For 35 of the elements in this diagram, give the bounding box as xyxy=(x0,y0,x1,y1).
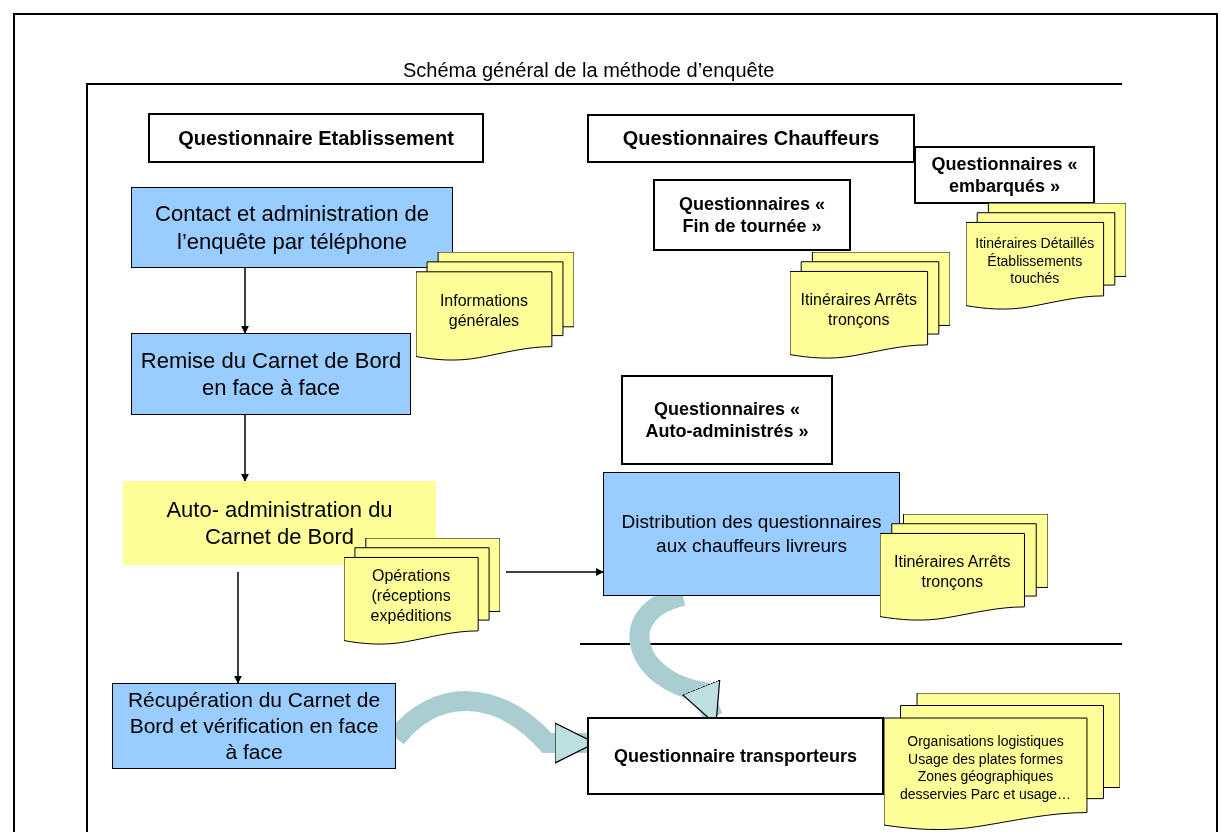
section-title-box xyxy=(148,113,484,163)
node-text: Itinéraires Arrêts tronçons xyxy=(799,290,919,331)
node-text: Itinéraires Détaillés Établissements touchés xyxy=(974,235,1096,288)
document-stack xyxy=(884,693,1120,832)
node-text: Distribution des questionnaires aux chauffeurs livreurs xyxy=(620,510,883,558)
document-stack xyxy=(416,252,574,362)
node-text: Itinéraires Arrêts tronçons xyxy=(893,552,1012,593)
document-stack xyxy=(966,203,1126,311)
process-box xyxy=(112,683,396,769)
node-text: Organisations logistiques Usage des plates formes Zones géographiques desservies Parc et usage… xyxy=(898,733,1073,804)
arrow xyxy=(234,571,242,684)
node-text: Questionnaires « Auto-administrés » xyxy=(644,397,810,443)
arrow xyxy=(241,267,249,334)
process-box xyxy=(131,333,411,415)
section-title-box xyxy=(587,114,915,163)
section-title-box xyxy=(914,146,1095,204)
node-text: Questionnaires « Fin de tournée » xyxy=(677,192,827,238)
document-stack xyxy=(790,252,950,360)
process-box xyxy=(131,187,453,268)
node-text: Auto- administration du Carnet de Bord xyxy=(165,495,394,551)
arrow xyxy=(505,568,604,576)
node-text: Questionnaire transporteurs xyxy=(613,744,858,768)
node-text: Opérations (réceptions expéditions xyxy=(369,566,453,627)
arrow xyxy=(241,414,249,482)
process-box xyxy=(653,179,851,251)
document-stack xyxy=(880,514,1048,622)
node-text: Remise du Carnet de Bord en face à face xyxy=(140,346,402,402)
node-text: Récupération du Carnet de Bord et vérification en face à face xyxy=(126,686,382,766)
node-text: Informations générales xyxy=(438,291,529,332)
node-text: Contact et administration de l’enquête par téléphone xyxy=(154,200,430,255)
process-box xyxy=(621,375,833,465)
node-text: Questionnaires Chauffeurs xyxy=(622,126,880,151)
node-text: Questionnaires « embarqués » xyxy=(930,152,1079,198)
node-text: Questionnaire Etablissement xyxy=(178,125,454,151)
section-title-box xyxy=(587,717,884,795)
